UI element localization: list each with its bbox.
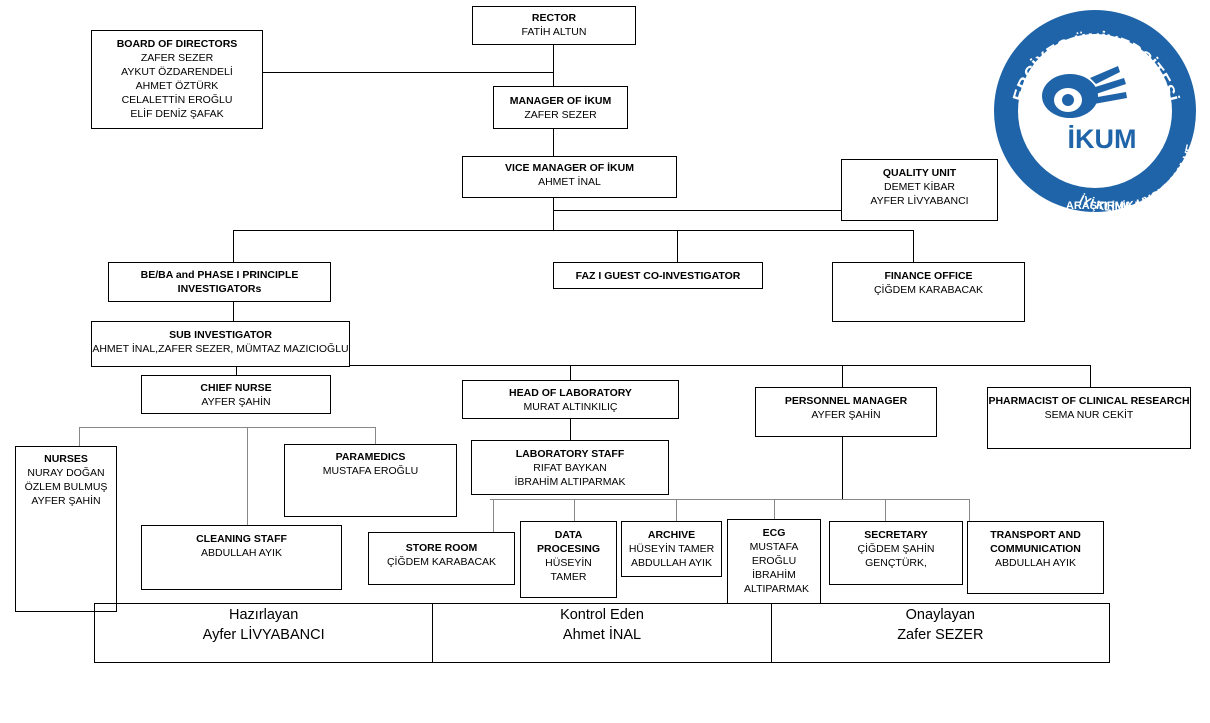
be-ba-title: BE/BA and PHASE I PRINCIPLE INVESTIGATOR… [140, 269, 299, 295]
approved-by-label: Onaylayan [905, 607, 975, 623]
transport-title: TRANSPORT AND COMMUNICATION [990, 529, 1081, 555]
finance-office-box: FINANCE OFFICE ÇİĞDEM KARABACAK [832, 262, 1025, 322]
personnel-name: AYFER ŞAHİN [811, 409, 881, 421]
pharmacist-name: SEMA NUR CEKİT [1044, 409, 1134, 421]
ecg-box: ECG MUSTAFA EROĞLU İBRAHİM ALTIPARMAK [727, 519, 821, 604]
head-lab-title: HEAD OF LABORATORY [509, 387, 632, 399]
logo-center-text: İKUM [1068, 124, 1137, 154]
chief-nurse-name: AYFER ŞAHİN [201, 396, 271, 408]
archive-title: ARCHIVE [647, 529, 696, 541]
board-member: ZAFER SEZER [140, 52, 214, 64]
store-name: ÇİĞDEM KARABACAK [386, 556, 497, 568]
personnel-manager-box: PERSONNEL MANAGER AYFER ŞAHİN [755, 387, 937, 437]
pharmacist-title: PHARMACIST OF CLINICAL RESEARCH [988, 395, 1190, 407]
data-processing-box: DATA PROCESING HÜSEYİN TAMER [520, 521, 617, 598]
ikum-logo: ERCİYES ÜNİVERSİTESİ İKUM İYİ KLİNİK UYG… [994, 10, 1198, 214]
manager-box: MANAGER OF İKUM ZAFER SEZER [493, 86, 628, 129]
secretary-title: SECRETARY [864, 529, 928, 541]
archive-box: ARCHIVE HÜSEYİN TAMER ABDULLAH AYIK [621, 521, 722, 577]
prepared-by-name: Ayfer LİVYABANCI [202, 627, 325, 643]
lab-staff-name: RIFAT BAYKAN [533, 462, 607, 474]
paramedics-name: MUSTAFA EROĞLU [322, 465, 419, 477]
be-ba-investigators-box: BE/BA and PHASE I PRINCIPLE INVESTIGATOR… [108, 262, 331, 302]
lab-staff-title: LABORATORY STAFF [515, 448, 625, 460]
approved-by-cell: Onaylayan Zafer SEZER [770, 604, 1110, 662]
quality-member: AYFER LİVYABANCI [870, 195, 969, 207]
personnel-title: PERSONNEL MANAGER [784, 395, 908, 407]
ecg-title: ECG [762, 527, 786, 539]
vice-manager-name: AHMET İNAL [538, 176, 601, 188]
prepared-by-cell: Hazırlayan Ayfer LİVYABANCI [94, 604, 432, 662]
data-name: HÜSEYİN TAMER [545, 557, 592, 583]
rector-name: FATİH ALTUN [521, 26, 587, 38]
checked-by-label: Kontrol Eden [560, 607, 644, 623]
archive-name: HÜSEYİN TAMER [628, 543, 715, 555]
paramedics-title: PARAMEDICS [335, 451, 406, 463]
ecg-name: İBRAHİM ALTIPARMAK [744, 569, 809, 595]
ecg-name: MUSTAFA EROĞLU [749, 541, 799, 567]
nurses-box: NURSES NURAY DOĞAN ÖZLEM BULMUŞ AYFER ŞA… [15, 446, 117, 612]
quality-unit-box: QUALITY UNIT DEMET KİBAR AYFER LİVYABANC… [841, 159, 998, 221]
board-member: CELALETTİN EROĞLU [121, 94, 233, 106]
pharmacist-box: PHARMACIST OF CLINICAL RESEARCH SEMA NUR… [987, 387, 1191, 449]
hands-icon [1042, 66, 1127, 118]
chief-nurse-box: CHIEF NURSE AYFER ŞAHİN [141, 375, 331, 414]
prepared-by-label: Hazırlayan [229, 607, 299, 623]
vice-manager-title: VICE MANAGER OF İKUM [505, 162, 634, 174]
transport-name: ABDULLAH AYIK [995, 557, 1076, 569]
cleaning-name: ABDULLAH AYIK [201, 547, 282, 559]
transport-communication-box: TRANSPORT AND COMMUNICATION ABDULLAH AYI… [967, 521, 1104, 594]
logo-bottom-text-2: ARAŞTIRMA MERKEZİ [1066, 199, 1184, 212]
sub-investigator-title: SUB INVESTIGATOR [169, 329, 272, 341]
approval-table: Hazırlayan Ayfer LİVYABANCI Kontrol Eden… [94, 603, 1110, 663]
laboratory-staff-box: LABORATORY STAFF RIFAT BAYKAN İBRAHİM AL… [471, 440, 669, 495]
head-of-laboratory-box: HEAD OF LABORATORY MURAT ALTINKILIÇ [462, 380, 679, 419]
finance-title: FINANCE OFFICE [884, 270, 973, 282]
paramedics-box: PARAMEDICS MUSTAFA EROĞLU [284, 444, 457, 517]
cleaning-staff-box: CLEANING STAFF ABDULLAH AYIK [141, 525, 342, 590]
rector-box: RECTOR FATİH ALTUN [472, 6, 636, 45]
data-title: DATA PROCESING [536, 529, 600, 555]
nurse-name: AYFER ŞAHİN [31, 495, 101, 507]
approved-by-name: Zafer SEZER [897, 627, 984, 643]
secretary-box: SECRETARY ÇİĞDEM ŞAHİN GENÇTÜRK, [829, 521, 963, 585]
quality-member: DEMET KİBAR [884, 181, 955, 193]
faz1-guest-box: FAZ I GUEST CO-INVESTIGATOR [553, 262, 763, 289]
cleaning-title: CLEANING STAFF [196, 533, 287, 545]
nurse-name: ÖZLEM BULMUŞ [24, 481, 108, 493]
board-title: BOARD OF DIRECTORS [116, 38, 238, 50]
vice-manager-box: VICE MANAGER OF İKUM AHMET İNAL [462, 156, 677, 198]
board-member: ELİF DENİZ ŞAFAK [130, 108, 224, 120]
checked-by-cell: Kontrol Eden Ahmet İNAL [432, 604, 770, 662]
board-of-directors-box: BOARD OF DIRECTORS ZAFER SEZER AYKUT ÖZD… [91, 30, 263, 129]
sub-investigator-box: SUB INVESTIGATOR AHMET İNAL,ZAFER SEZER,… [91, 321, 350, 367]
faz1-title: FAZ I GUEST CO-INVESTIGATOR [575, 270, 741, 282]
store-room-box: STORE ROOM ÇİĞDEM KARABACAK [368, 532, 515, 585]
quality-title: QUALITY UNIT [882, 167, 957, 179]
lab-staff-name: İBRAHİM ALTIPARMAK [514, 476, 626, 488]
archive-name: ABDULLAH AYIK [631, 557, 712, 569]
head-lab-name: MURAT ALTINKILIÇ [523, 401, 618, 413]
secretary-name: ÇİĞDEM ŞAHİN GENÇTÜRK, [857, 543, 935, 569]
board-member: AHMET ÖZTÜRK [135, 80, 219, 92]
logo-inner-disc [1018, 34, 1172, 188]
board-member: AYKUT ÖZDARENDELİ [121, 66, 233, 78]
store-title: STORE ROOM [405, 542, 478, 554]
checked-by-name: Ahmet İNAL [562, 627, 642, 643]
rector-title: RECTOR [531, 12, 577, 24]
nurses-title: NURSES [44, 453, 88, 465]
manager-name: ZAFER SEZER [524, 109, 597, 121]
nurse-name: NURAY DOĞAN [27, 467, 105, 479]
manager-title: MANAGER OF İKUM [509, 95, 612, 107]
sub-investigator-names: AHMET İNAL,ZAFER SEZER, MÜMTAZ MAZICIOĞL… [92, 343, 349, 355]
finance-name: ÇİĞDEM KARABACAK [873, 284, 984, 296]
chief-nurse-title: CHIEF NURSE [200, 382, 272, 394]
